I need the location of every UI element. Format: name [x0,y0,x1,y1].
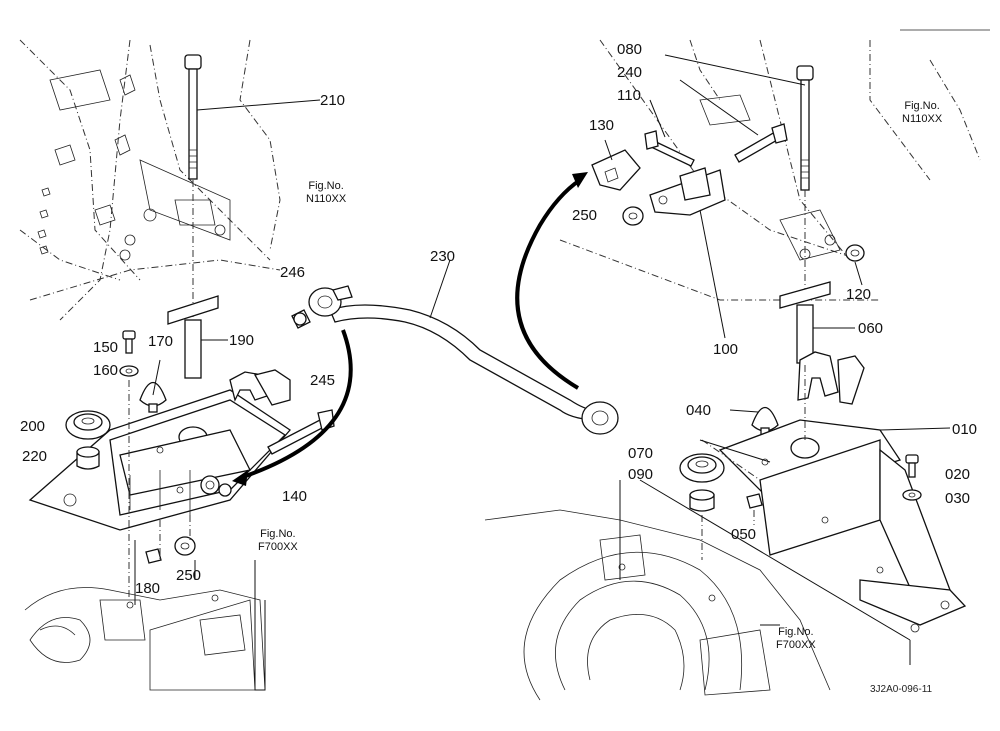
part-label-040: 040 [686,402,712,419]
part-label-070: 070 [628,445,654,462]
rubber-mount-200 [65,410,111,440]
nut-180 [145,548,162,564]
part-label-240: 240 [617,64,643,81]
left-transmission-housing [24,560,266,691]
part-label-100: 100 [713,341,739,358]
part-label-030: 030 [945,490,971,507]
assembly-arrow-right [515,178,582,390]
part-label-110: 110 [617,87,641,104]
assembly-arrow-left [239,329,353,480]
right-bracket-010 [718,351,967,633]
washer-030 [902,489,922,501]
cone-170 [139,359,167,413]
assembly-arrow-left-head [232,470,248,486]
bracket-060 [779,281,855,364]
figure-reference-title: Fig.No. [308,180,344,192]
figure-reference-number: F700XX [776,638,816,651]
part-label-190: 190 [229,332,255,349]
right-transmission-housing [484,479,911,701]
part-label-150: 150 [93,339,119,356]
bracket-190 [167,295,228,379]
bolt-150 [122,330,136,354]
left-bracket [28,369,291,531]
assembly-arrow-right-head [572,172,588,188]
part-label-160: 160 [93,362,119,379]
figure-reference-right-f700[interactable]: Fig.No. F700XX [776,626,816,651]
part-label-080: 080 [617,41,643,58]
tie-rod-230 [308,259,619,435]
bracket-100 [649,167,726,339]
bolt-110 [644,99,695,167]
bolt-020 [905,454,919,478]
bolt-240 [679,79,788,163]
drawing-code: 3J2A0-096-11 [870,684,933,695]
rubber-mount-070 [679,453,725,483]
nut-250-left [174,536,196,556]
figure-reference-right-n110[interactable]: Fig.No. N110XX [902,100,942,125]
part-label-060: 060 [858,320,884,337]
collar-220 [76,446,100,470]
figure-reference-title: Fig.No. [778,626,814,638]
washer-160 [119,365,139,377]
nut-120 [845,244,865,286]
bracket-130 [591,139,641,191]
bolt-080 [664,54,814,191]
figure-reference-title: Fig.No. [904,100,940,112]
bolt-210 [184,54,321,180]
figure-reference-number: N110XX [306,192,347,205]
collar-090 [689,489,715,512]
part-label-250-left: 250 [176,567,202,584]
part-label-120: 120 [846,286,872,303]
part-label-246: 246 [280,264,306,281]
part-label-090: 090 [628,466,654,483]
part-label-130: 130 [589,117,615,134]
part-label-220: 220 [22,448,48,465]
part-label-250-right: 250 [572,207,598,224]
figure-reference-number: F700XX [258,540,298,553]
figure-reference-left-n110[interactable]: Fig.No. N110XX [306,180,346,205]
part-label-170: 170 [148,333,174,350]
figure-reference-title: Fig.No. [260,528,296,540]
cone-040 [729,406,779,437]
bushing-246 [291,309,311,329]
part-label-140: 140 [282,488,308,505]
part-label-180: 180 [135,580,161,597]
part-label-010: 010 [952,421,978,438]
left-frame-outline [19,39,281,321]
part-label-230: 230 [430,248,456,265]
part-label-210: 210 [320,92,346,109]
nut-250-right [622,206,644,226]
part-label-245: 245 [310,372,336,389]
part-label-020: 020 [945,466,971,483]
figure-reference-left-f700[interactable]: Fig.No. F700XX [258,528,298,553]
figure-reference-number: N110XX [902,112,943,125]
nut-050 [746,493,763,509]
part-label-050: 050 [731,526,757,543]
part-label-200: 200 [20,418,46,435]
